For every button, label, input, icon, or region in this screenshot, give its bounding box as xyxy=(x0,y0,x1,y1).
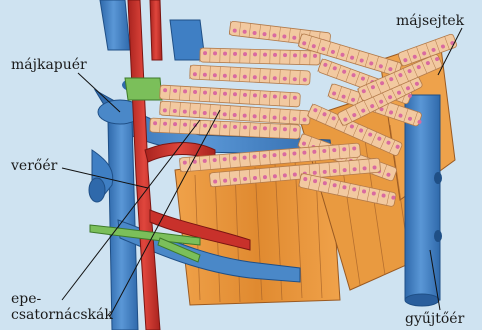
label-bile-canaliculi-line1: epe- xyxy=(11,292,41,307)
label-hepatic-artery: verőér xyxy=(11,159,57,174)
label-central-vein: gyűjtőér xyxy=(405,312,464,327)
central-vein xyxy=(405,95,442,306)
label-hepatocytes: májsejtek xyxy=(396,14,464,29)
label-portal-vein: májkapuér xyxy=(11,58,87,73)
hepatocyte-plate xyxy=(190,65,311,85)
label-bile-canaliculi-line2: csatornácskák xyxy=(11,308,113,323)
hepatocyte-plate xyxy=(200,48,320,65)
